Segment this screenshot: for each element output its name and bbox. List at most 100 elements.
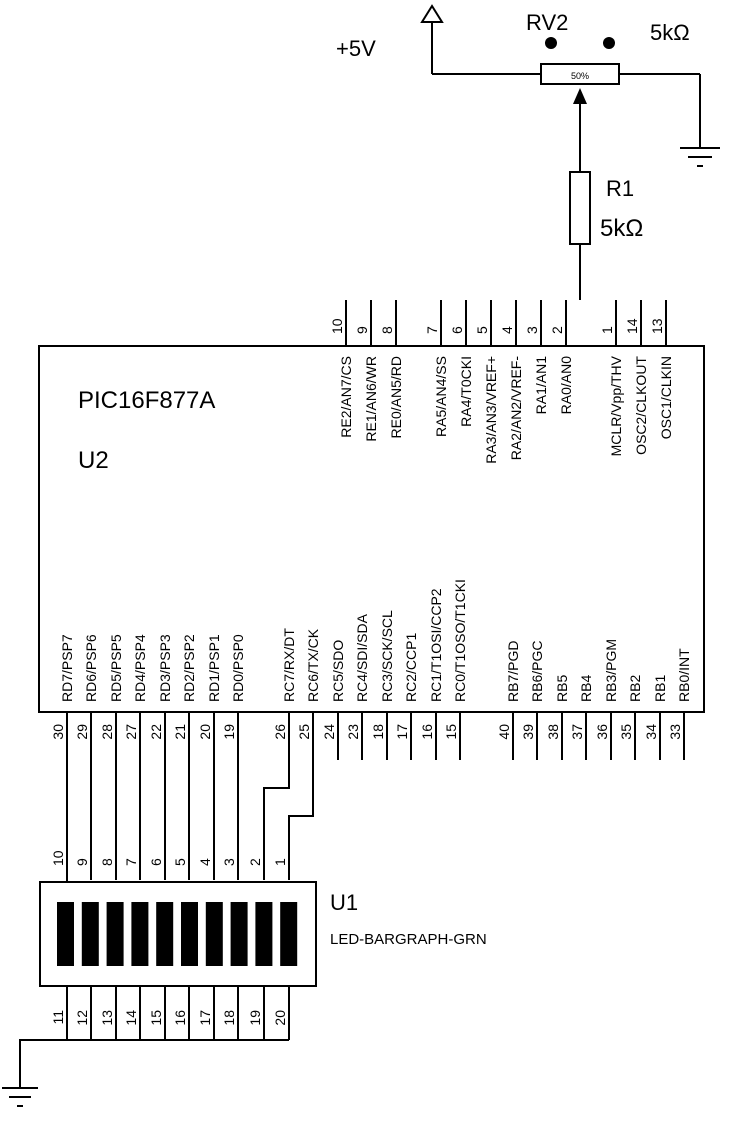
led-segment	[131, 902, 149, 966]
mcu-pin-label: RC6/TX/CK	[305, 628, 321, 702]
mcu-pin-number: 17	[394, 724, 410, 740]
led-segment	[81, 902, 99, 966]
mcu-pin-label: RB5	[554, 675, 570, 702]
bargraph-part: LED-BARGRAPH-GRN	[330, 931, 487, 948]
wiper-wire	[573, 88, 587, 172]
mcu-pin-number: 23	[345, 724, 361, 740]
bargraph-pin-number: 17	[197, 1010, 213, 1026]
mcu-pin-number: 1	[599, 326, 615, 334]
bargraph-pin-number: 14	[123, 1010, 139, 1026]
led-segment	[57, 902, 74, 966]
mcu-pin-label: OSC2/CLKOUT	[633, 356, 649, 455]
mcu-pin-label: RA5/AN4/SS	[433, 356, 449, 437]
led-segment	[156, 902, 174, 966]
mcu-pin-label: RC1/T1OSI/CCP2	[428, 588, 444, 702]
mcu-pin-number: 16	[419, 724, 435, 740]
mcu-pin-label: RD3/PSP3	[157, 634, 173, 702]
bargraph-ref: U1	[330, 890, 358, 915]
led-segment	[255, 902, 273, 966]
mcu-pin-label: RD4/PSP4	[132, 634, 148, 702]
led-segment	[106, 902, 124, 966]
bargraph-pin-number: 18	[221, 1010, 237, 1026]
bargraph-pin-number: 10	[50, 850, 66, 866]
mcu-pin-label: OSC1/CLKIN	[658, 356, 674, 439]
mcu-pin-number: 39	[520, 724, 536, 740]
mcu-pin-label: RC5/SDO	[330, 640, 346, 702]
mcu-pin-label: RB2	[627, 675, 643, 702]
mcu-pin-number: 19	[221, 724, 237, 740]
mcu-pin-number: 15	[443, 724, 459, 740]
potentiometer[interactable]	[540, 37, 701, 148]
mcu-pin-number: 38	[545, 724, 561, 740]
ground-symbol-top	[680, 147, 720, 167]
bargraph-pin-number: 4	[197, 858, 213, 866]
bargraph-pin-number: 5	[172, 858, 188, 866]
resistor-r1[interactable]	[569, 171, 591, 300]
mcu-pin-number: 28	[99, 724, 115, 740]
mcu-pin-label: RB1	[652, 675, 668, 702]
bargraph-pin-number: 3	[221, 858, 237, 866]
led-segment	[181, 902, 198, 966]
led-segment	[205, 902, 223, 966]
mcu-pin-label: RD5/PSP5	[108, 634, 124, 702]
mcu-pin-label: RA4/T0CKI	[458, 356, 474, 427]
mcu-pin-number: 29	[74, 724, 90, 740]
pot-value: 5kΩ	[650, 20, 690, 45]
bargraph-pin-number: 1	[272, 858, 288, 866]
mcu-pin-number: 20	[197, 724, 213, 740]
mcu-pin-number: 2	[549, 326, 565, 334]
bargraph-pin-number: 11	[50, 1010, 66, 1025]
mcu-pin-number: 8	[379, 326, 395, 334]
r1-ref: R1	[606, 176, 634, 201]
bargraph-pin-number: 13	[99, 1010, 115, 1026]
bargraph-pin-number: 9	[74, 858, 90, 866]
mcu-pin-label: MCLR/Vpp/THV	[608, 355, 624, 456]
mcu-pin-label: RA0/AN0	[558, 356, 574, 415]
mcu-pin-label: RD6/PSP6	[83, 634, 99, 702]
bargraph-pin-number: 15	[148, 1010, 164, 1026]
mcu-pin-label: RE0/AN5/RD	[388, 356, 404, 438]
mcu-pin-number: 30	[50, 724, 66, 740]
mcu-pin-number: 34	[643, 724, 659, 740]
mcu-pin-label: RB0/INT	[676, 648, 692, 702]
mcu-pin-label: RC4/SDI/SDA	[354, 613, 370, 702]
supply-symbol	[420, 4, 541, 75]
mcu-pin-label: RD1/PSP1	[206, 634, 222, 702]
mcu-pin-number: 27	[123, 724, 139, 740]
mcu-pin-label: RC7/RX/DT	[281, 628, 297, 702]
mcu-pin-number: 5	[474, 326, 490, 334]
mcu-pin-number: 3	[524, 326, 540, 334]
mcu-pin-number: 35	[618, 724, 634, 740]
mcu-pin-label: RD2/PSP2	[181, 634, 197, 702]
bargraph-pin-number: 16	[172, 1010, 188, 1026]
mcu-pin-label: RB6/PGC	[529, 641, 545, 702]
mcu-pin-number: 40	[496, 724, 512, 740]
mcu-pin-label: RC0/T1OSO/T1CKI	[452, 579, 468, 702]
mcu-pin-label: RC3/SCK/SCL	[379, 610, 395, 702]
bargraph-ground	[2, 1039, 44, 1107]
mcu-pin-label: RA3/AN3/VREF+	[483, 356, 499, 464]
mcu-pin-number: 24	[321, 724, 337, 740]
bargraph-pin-number: 12	[74, 1010, 90, 1026]
mcu-pin-number: 9	[354, 326, 370, 334]
mcu-pin-number: 6	[449, 326, 465, 334]
bargraph-body	[39, 881, 317, 987]
mcu-pin-label: RA1/AN1	[533, 356, 549, 415]
mcu-ref: U2	[78, 447, 109, 474]
mcu-part: PIC16F877A	[78, 387, 215, 414]
bargraph-pin-number: 6	[148, 858, 164, 866]
mcu-pin-number: 18	[370, 724, 386, 740]
mcu-pin-label: RB7/PGD	[505, 641, 521, 702]
mcu-pin-number: 26	[272, 724, 288, 740]
bargraph-pin-number: 19	[247, 1010, 263, 1026]
mcu-pin-number: 36	[594, 724, 610, 740]
mcu-pin-label: RE2/AN7/CS	[338, 356, 354, 438]
bargraph-pin-number: 8	[99, 858, 115, 866]
mcu-pin-number: 4	[499, 326, 515, 334]
mcu-pin-label: RC2/CCP1	[403, 633, 419, 702]
mcu-top-pins: 10RE2/AN7/CS9RE1/AN6/WR8RE0/AN5/RD7RA5/A…	[329, 300, 674, 464]
serial-wires	[263, 760, 314, 880]
